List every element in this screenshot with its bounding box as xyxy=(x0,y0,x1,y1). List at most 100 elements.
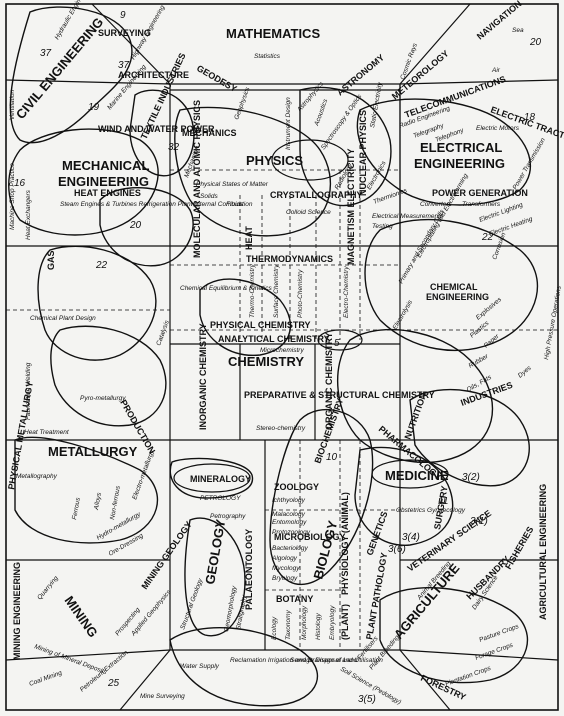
topic-testing: Testing xyxy=(372,223,393,230)
topic-petroleum-extraction: Petroleum Extraction xyxy=(79,649,130,693)
label-geology: GEOLOGY xyxy=(202,518,228,586)
topic-malacology: Malacology xyxy=(272,511,306,518)
number-2: 37 xyxy=(118,60,130,71)
topic-machine-shop: Machine Shop Practice xyxy=(9,163,16,230)
topic-ferrous: Ferrous xyxy=(71,496,82,520)
topic-entomology: Entomology xyxy=(272,519,307,526)
topic-taxonomy: Taxonomy xyxy=(285,610,292,640)
topic-chemical-plant-design: Chemical Plant Design xyxy=(30,315,96,322)
topic-protozoology: Protozoology xyxy=(272,529,311,536)
number-17: 3(2) xyxy=(462,472,480,483)
label-wind-water: WIND AND WATER POWER xyxy=(98,124,215,134)
topic-algology: Algology xyxy=(271,555,298,562)
label-molecular-atomic: MOLECULAR AND ATOMIC PHYSICS xyxy=(192,100,202,258)
label-gas: GAS xyxy=(46,250,56,270)
label-architecture: ARCHITECTURE xyxy=(118,70,189,80)
label-meteorology: METEOROLOGY xyxy=(390,48,451,101)
topic-physical-states: Physical States of Matter xyxy=(196,181,269,188)
dashed-grid xyxy=(6,169,558,650)
topic-ventilation: Ventilation xyxy=(9,90,16,120)
label-metallurgy: METALLURGY xyxy=(48,444,138,459)
topic-stereochemistry: Stereo-chemistry xyxy=(256,425,306,432)
label-surveying: SURVEYING xyxy=(98,28,151,38)
topic-heat-exchangers: Heat Exchangers xyxy=(25,189,32,240)
label-crystallography: CRYSTALLOGRAPHY xyxy=(270,190,363,200)
label-physics: PHYSICS xyxy=(246,153,303,168)
label-navigation: NAVIGATION xyxy=(475,0,524,42)
topic-thermochemistry: Thermo-Chemistry xyxy=(249,263,256,318)
topic-plastics: Plastics xyxy=(469,319,491,339)
topic-air: Air xyxy=(491,67,501,74)
label-agricultural-engineering: AGRICULTURAL ENGINEERING xyxy=(538,484,548,620)
label-microbiology: MICROBIOLOGY xyxy=(274,532,346,542)
number-16: 3(6) xyxy=(388,544,406,555)
label-organic-chemistry: ORGANIC CHEMISTRY xyxy=(324,332,334,430)
number-4: 32 xyxy=(168,142,180,153)
topic-electrochemistry: Electro-Chemistry xyxy=(343,266,350,318)
label-agriculture: AGRICULTURE xyxy=(391,560,463,642)
topic-solids: Solids xyxy=(200,193,218,200)
topic-electric-motors: Electric Motors xyxy=(476,125,520,132)
label-statistics: Statistics xyxy=(254,53,281,60)
label-genetics: GENETICS xyxy=(364,510,389,557)
number-19: 3(5) xyxy=(358,694,376,705)
label-mechanical-2: ENGINEERING xyxy=(58,174,149,189)
topic-structural-geology: Structural Geology xyxy=(179,577,204,631)
label-inorganic-chemistry: INORGANIC CHEMISTRY xyxy=(198,323,208,430)
number-1: 37 xyxy=(40,48,52,59)
label-plant-physiology: (PLANT) xyxy=(340,604,350,640)
topic-ecology: Ecology xyxy=(271,616,278,640)
topic-high-pressure: High Pressure Operations xyxy=(543,285,563,361)
topic-mine-surveying: Mine Surveying xyxy=(140,693,185,700)
number-12: 25 xyxy=(107,678,120,689)
number-14: 5 xyxy=(334,338,340,349)
topic-metallography: Metallography xyxy=(16,473,58,480)
label-chemistry: CHEMISTRY xyxy=(228,354,304,369)
label-heat: HEAT xyxy=(244,226,254,250)
topic-histology: Histology xyxy=(315,613,322,640)
number-6: 16 xyxy=(14,178,26,189)
number-3: 19 xyxy=(88,102,100,113)
topic-bryology: Bryology xyxy=(272,575,298,582)
label-power-generation: POWER GENERATION xyxy=(432,188,528,198)
number-15: 3(1) xyxy=(470,516,488,527)
topic-chemical-equilibrium: Chemical Equilibrium & Kinetics xyxy=(180,285,273,292)
label-heat-engines: HEAT ENGINES xyxy=(74,188,141,198)
topic-fluids: Fluids xyxy=(226,201,244,208)
topic-acoustics: Acoustics xyxy=(313,97,330,127)
topic-sea: Sea xyxy=(512,27,524,34)
label-petrology: PETROLOGY xyxy=(200,495,241,502)
number-5: 20 xyxy=(129,220,142,231)
number-13: 11 xyxy=(438,496,448,507)
label-electrical-1: ELECTRICAL xyxy=(420,140,502,155)
label-mechanics: MECHANICS xyxy=(182,128,237,138)
topic-pyrometallurgy: Pyro-metallurgy xyxy=(80,395,126,402)
topic-fabrication: Fabrication Welding xyxy=(25,362,32,420)
topic-refrigeration: Steam Engines & Turbines Refrigeration P… xyxy=(60,201,253,208)
topic-petrography: Petrography xyxy=(210,513,246,520)
topic-alloys: Alloys xyxy=(93,491,103,511)
number-9: 18 xyxy=(524,112,536,123)
topic-electronics: Electronics xyxy=(366,159,388,191)
topic-mycology: Mycology xyxy=(272,565,300,572)
label-thermodynamics: THERMODYNAMICS xyxy=(246,254,333,264)
topic-catalysis: Catalysis xyxy=(155,319,171,347)
topic-dyes: Dyes xyxy=(517,364,533,379)
topic-reclamation: Reclamation Irrigation and Drainage of L… xyxy=(230,657,358,664)
topic-electrolysis: Electrolysis xyxy=(392,298,415,331)
topic-stratigraphy: Stratigraphy xyxy=(235,594,248,630)
topic-sewage: Sewage Disposal and Utilisation xyxy=(290,657,383,664)
label-mechanical-1: MECHANICAL xyxy=(62,158,149,173)
topic-ichthyology: Ichthyology xyxy=(272,497,306,504)
topic-electric-heating: Electric Heating xyxy=(488,216,534,238)
topic-heat-treatment: Heat Treatment xyxy=(24,429,70,436)
label-mining: MINING xyxy=(62,593,101,640)
label-zoology: ZOOLOGY xyxy=(274,482,319,492)
topic-electrical-measurements: Electrical Measurements xyxy=(372,213,444,220)
label-medicine: MEDICINE xyxy=(385,468,449,483)
topic-bacteriology: Bacteriology xyxy=(272,545,309,552)
topic-obstetrics: Obstetrics Gynaecology xyxy=(396,507,466,514)
topic-forage-crops: Forage Crops xyxy=(474,641,514,661)
label-nuclear-physics: NUCLEAR PHYSICS xyxy=(358,110,368,196)
